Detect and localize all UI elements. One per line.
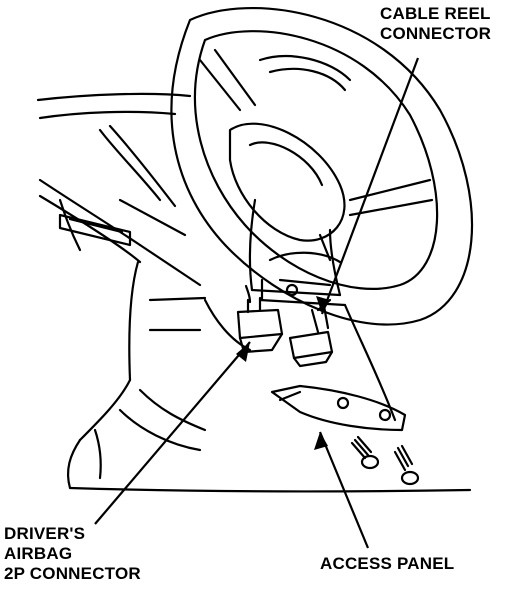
- cable-reel-leader-line: [320, 57, 420, 315]
- leader-lines: [94, 57, 420, 549]
- cable-reel-arrowhead: [316, 296, 330, 314]
- arrowheads: [236, 296, 330, 450]
- cable-reel-connector-label: CABLE REEL CONNECTOR: [380, 4, 491, 44]
- driver-airbag-leader-line: [94, 341, 251, 525]
- driver-label-line-3: 2P CONNECTOR: [4, 564, 141, 583]
- driver-label-line-1: DRIVER'S: [4, 524, 86, 543]
- screw-right: [393, 444, 420, 486]
- drivers-airbag-connector-part: [236, 278, 284, 354]
- driver-airbag-arrowhead: [236, 342, 250, 362]
- steering-wheel: [170, 6, 474, 326]
- driver-label-line-2: AIRBAG: [4, 544, 73, 563]
- cable-reel-label-line-2: CONNECTOR: [380, 24, 492, 43]
- access-panel-leader-line: [318, 431, 370, 549]
- drivers-airbag-connector-label: DRIVER'S AIRBAG 2P CONNECTOR: [4, 524, 141, 584]
- screw-left: [350, 435, 380, 470]
- steering-column: [203, 198, 397, 422]
- cable-reel-label-line-1: CABLE REEL: [380, 4, 491, 23]
- access-panel-label: ACCESS PANEL: [320, 554, 455, 573]
- cable-reel-connector-part: [288, 298, 334, 368]
- dashboard-outline: [36, 92, 472, 493]
- access-panel-part: [270, 384, 407, 432]
- access-panel-arrowhead: [314, 432, 328, 450]
